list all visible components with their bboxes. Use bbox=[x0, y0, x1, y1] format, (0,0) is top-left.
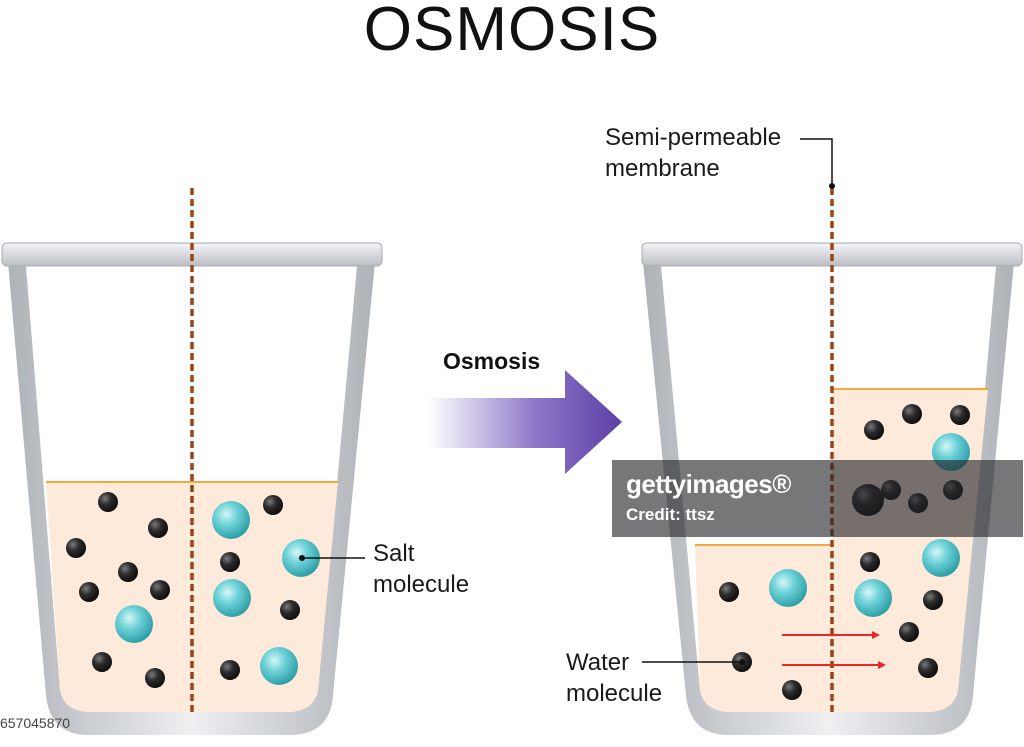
salt-molecule bbox=[212, 501, 250, 539]
watermark-credit: Credit: ttsz bbox=[626, 505, 715, 524]
water-molecule bbox=[150, 580, 170, 600]
water-molecule bbox=[79, 582, 99, 602]
water-molecule bbox=[220, 552, 240, 572]
water-molecule bbox=[923, 590, 943, 610]
water-molecule bbox=[118, 562, 138, 582]
salt-leader-dot bbox=[299, 555, 305, 561]
membrane-leader-line bbox=[800, 138, 833, 186]
salt-molecule bbox=[213, 579, 251, 617]
watermark: gettyimages® Credit: ttsz bbox=[612, 460, 1023, 537]
water-molecules-left bbox=[66, 492, 170, 688]
membrane-leader-dot bbox=[829, 183, 835, 189]
water-molecule bbox=[220, 660, 240, 680]
salt-molecule-label: Salt molecule bbox=[373, 540, 470, 598]
water-molecule bbox=[148, 518, 168, 538]
watermark-logo: gettyimages® bbox=[626, 469, 791, 499]
salt-molecule bbox=[115, 605, 153, 643]
water-molecule bbox=[263, 495, 283, 515]
water-molecule bbox=[145, 668, 165, 688]
salt-molecule bbox=[854, 579, 892, 617]
water-leader-dot bbox=[739, 659, 745, 665]
beaker-after bbox=[641, 138, 1023, 735]
water-molecule bbox=[66, 538, 86, 558]
water-molecule bbox=[902, 404, 922, 424]
salt-molecule bbox=[769, 569, 807, 607]
water-molecule-label: Water molecule bbox=[566, 649, 663, 707]
water-molecule bbox=[98, 492, 118, 512]
water-molecule bbox=[950, 405, 970, 425]
water-molecule bbox=[280, 600, 300, 620]
process-arrow-label: Osmosis bbox=[443, 348, 541, 374]
salt-molecule bbox=[922, 539, 960, 577]
page-title: OSMOSIS bbox=[363, 0, 661, 64]
water-molecules-right bbox=[220, 495, 300, 680]
process-arrow bbox=[428, 370, 622, 474]
water-molecule bbox=[918, 658, 938, 678]
water-molecule bbox=[899, 622, 919, 642]
water-molecule bbox=[719, 582, 739, 602]
solution-left-compartment bbox=[695, 545, 832, 712]
salt-molecule bbox=[260, 647, 298, 685]
water-molecule bbox=[864, 420, 884, 440]
water-molecule bbox=[782, 680, 802, 700]
stock-image-id: 657045870 bbox=[0, 715, 71, 731]
beaker-before bbox=[1, 188, 383, 735]
water-molecule bbox=[860, 552, 880, 572]
membrane-label: Semi-permeable membrane bbox=[605, 124, 782, 182]
water-molecule bbox=[92, 652, 112, 672]
